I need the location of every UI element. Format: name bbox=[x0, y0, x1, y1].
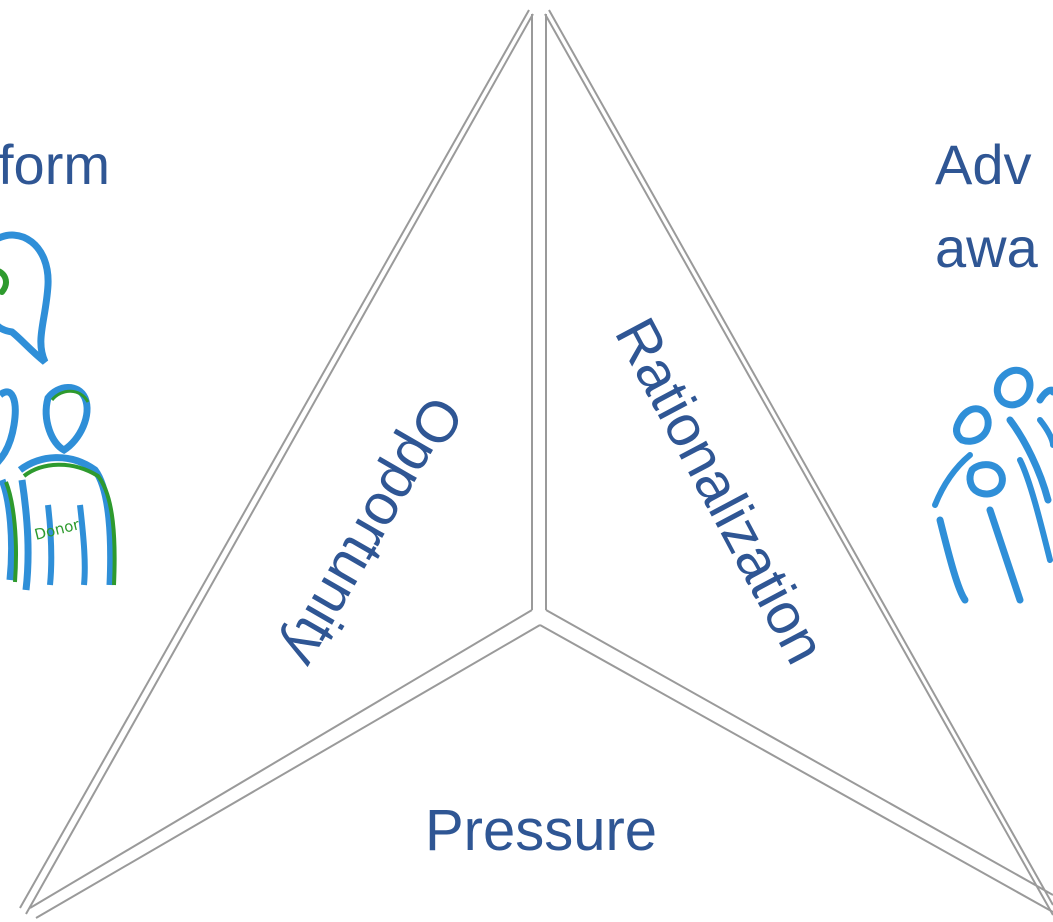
side-label-rationalization: Rationalization bbox=[602, 308, 838, 674]
right-panel-heading-line1: Adv bbox=[935, 133, 1032, 196]
donor-label: Donor bbox=[33, 515, 82, 544]
left-panel-heading: form bbox=[0, 133, 110, 196]
side-label-pressure: Pressure bbox=[425, 798, 657, 863]
group-of-people-sketch-icon bbox=[932, 367, 1053, 604]
triangle-outline bbox=[19, 9, 1053, 919]
side-label-opportunity: Opportunity bbox=[270, 386, 476, 678]
right-panel-heading-line2: awa bbox=[935, 216, 1039, 279]
people-speech-bubble-sketch-icon: Donor bbox=[0, 231, 117, 591]
